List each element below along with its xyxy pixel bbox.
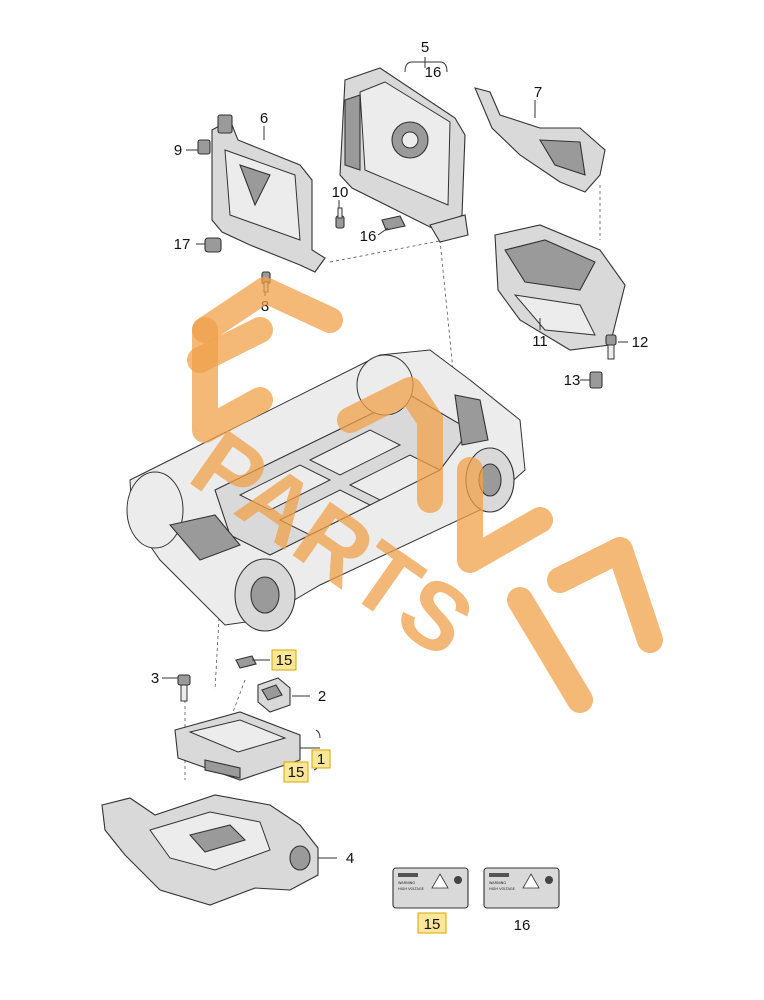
warning-label-16-line1: WARNING	[489, 881, 506, 885]
callout-17: 17	[174, 236, 191, 253]
callout-12: 12	[632, 334, 649, 351]
callout-15-top-highlight	[271, 649, 297, 671]
callout-15-top: 15	[276, 652, 293, 669]
fastener-9[interactable]	[197, 139, 211, 155]
part-1-module[interactable]	[174, 711, 301, 781]
callout-13: 13	[564, 372, 581, 389]
callout-10: 10	[332, 184, 349, 201]
warning-label-15[interactable]: WARNING HIGH VOLTAGE	[392, 867, 469, 909]
fastener-10[interactable]	[335, 207, 345, 229]
callouts: 5 16 6 7 9 10 16 17 8 11 12 13 3 2 4 16 …	[151, 39, 649, 934]
fastener-13[interactable]	[589, 371, 603, 389]
warning-label-16[interactable]: WARNING HIGH VOLTAGE	[483, 867, 560, 909]
fastener-17[interactable]	[204, 237, 222, 253]
callout-4: 4	[346, 850, 354, 867]
callout-16-top: 16	[425, 64, 442, 81]
warning-label-15-line1: WARNING	[398, 881, 415, 885]
warning-label-15-line2: HIGH VOLTAGE	[398, 887, 424, 891]
callout-15-bottom-highlight	[417, 912, 447, 934]
callout-8: 8	[261, 298, 269, 315]
part-6-bracket[interactable]	[211, 114, 326, 273]
callout-11: 11	[532, 333, 548, 350]
callout-1-highlight	[311, 749, 331, 769]
callout-9: 9	[174, 142, 182, 159]
callout-16-mid: 16	[360, 228, 377, 245]
part-11-cover[interactable]	[494, 224, 626, 351]
callout-3: 3	[151, 670, 159, 687]
warning-label-16-line2: HIGH VOLTAGE	[489, 887, 515, 891]
label-16-small[interactable]	[381, 215, 406, 231]
callout-16-bottom: 16	[514, 917, 531, 934]
callout-2: 2	[318, 688, 326, 705]
callout-15-mid-highlight	[283, 761, 309, 783]
part-5-control-unit[interactable]	[339, 67, 469, 243]
label-15-small[interactable]	[235, 655, 257, 669]
callout-15-bottom: 15	[424, 916, 441, 933]
callout-6: 6	[260, 110, 268, 127]
fastener-12[interactable]	[605, 334, 617, 360]
part-7-shield[interactable]	[474, 87, 606, 193]
callout-7: 7	[534, 84, 542, 101]
assembly-lines	[184, 185, 601, 780]
callout-15-mid: 15	[288, 764, 305, 781]
part-2-connector[interactable]	[257, 677, 291, 713]
part-4-carrier[interactable]	[101, 794, 319, 906]
part-3-screw[interactable]	[177, 674, 191, 702]
callout-1: 1	[317, 751, 325, 768]
callout-5: 5	[421, 39, 429, 56]
